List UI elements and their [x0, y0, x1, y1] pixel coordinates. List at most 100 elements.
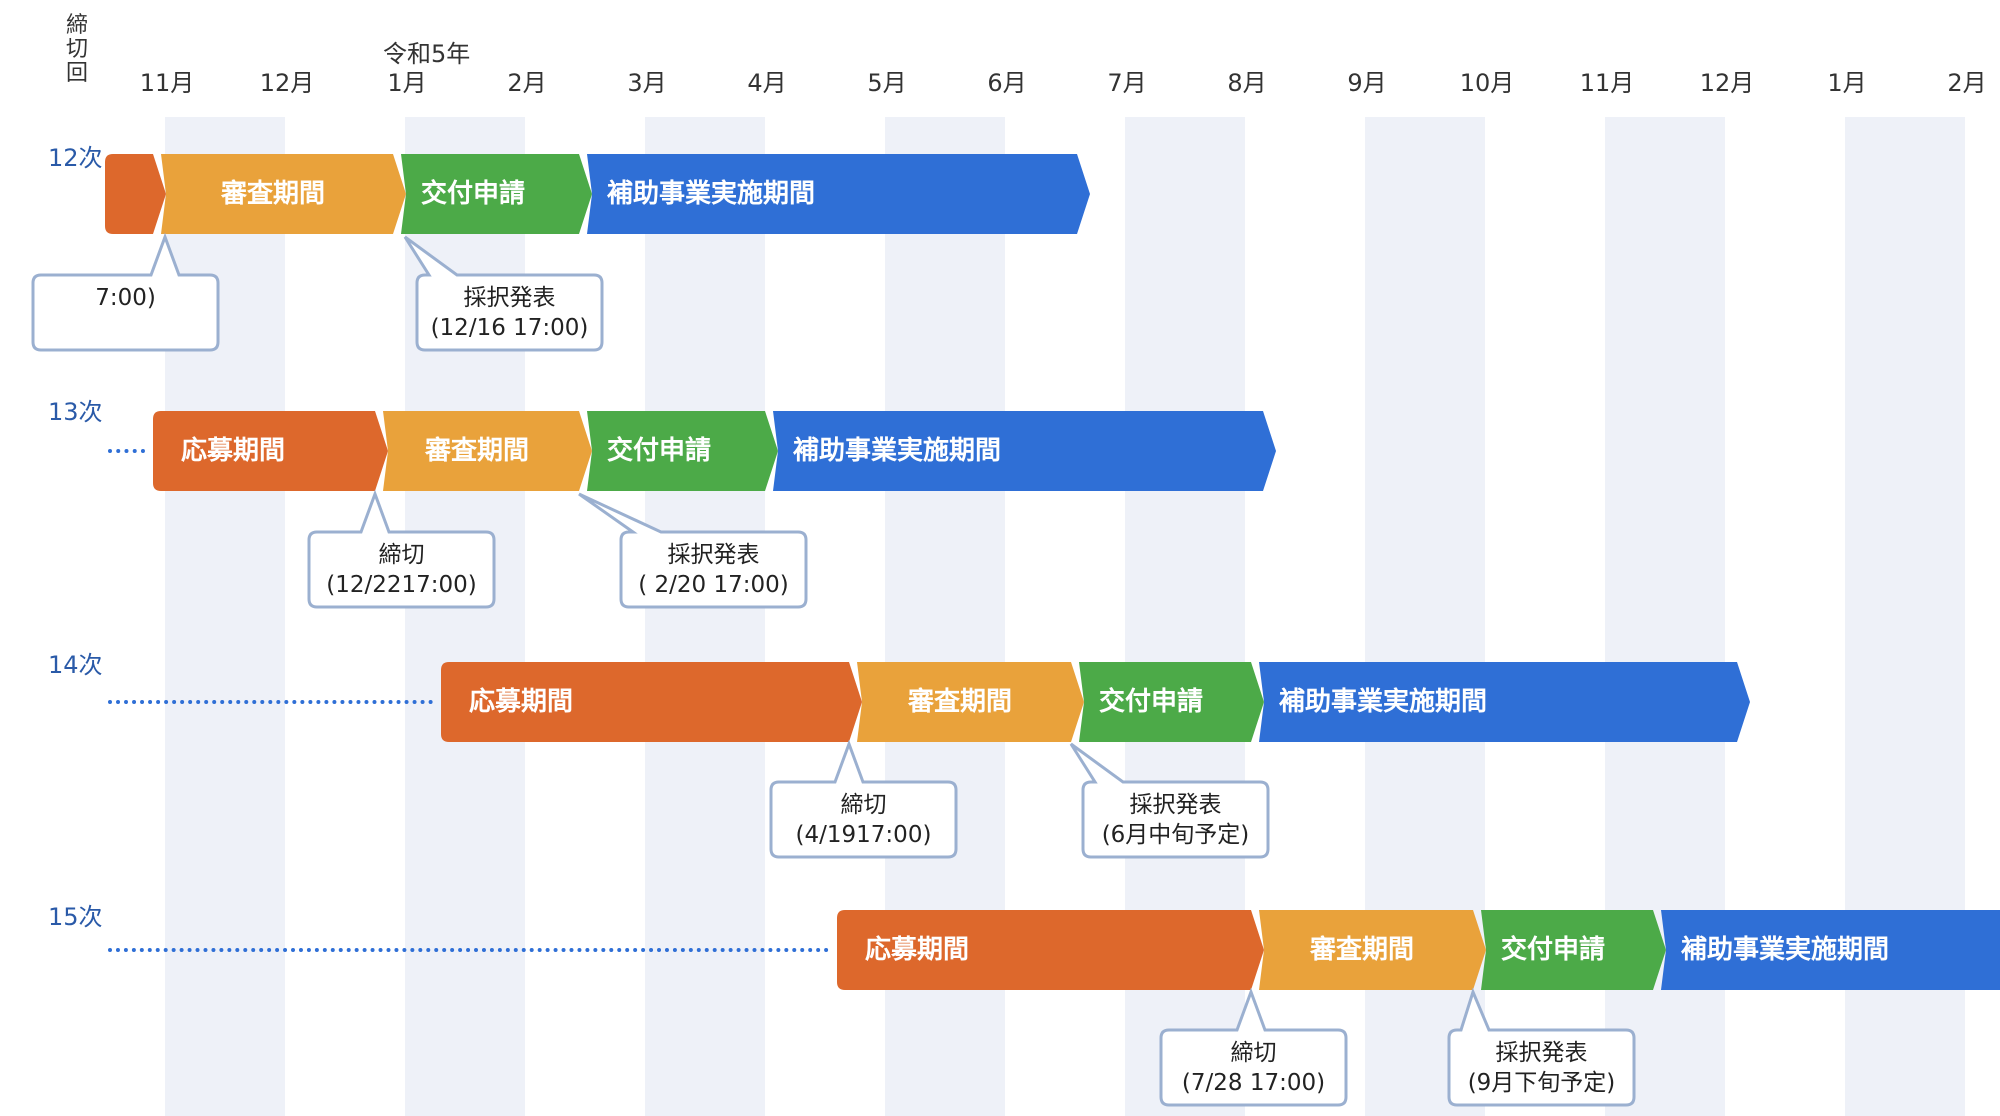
announcement-callout: 締切(7/28 17:00)	[1159, 987, 1348, 1107]
month-label: 11月	[139, 69, 195, 97]
phase-application-bar: 応募期間	[441, 662, 862, 742]
callout-bubble	[403, 235, 604, 352]
phase-arrow-path	[587, 154, 1090, 234]
announcement-callout: 採択発表 (9月下旬予定)	[1447, 987, 1636, 1107]
round-label: 13次	[48, 398, 103, 426]
callout-bubble	[1447, 987, 1636, 1107]
phase-application-bar	[105, 154, 166, 234]
callout-outline	[1069, 742, 1270, 859]
phase-implementation-bar: 補助事業実施期間	[1251, 662, 1750, 742]
era-label: 令和5年	[383, 40, 471, 68]
phase-label: 補助事業実施期間	[607, 179, 816, 209]
phase-arrow-shape	[401, 154, 592, 234]
phase-label: 交付申請	[607, 436, 712, 466]
callout-outline	[307, 489, 496, 609]
deadline-round-header: 締 切 回	[62, 14, 92, 86]
phase-arrow-shape	[105, 154, 166, 234]
phase-label: 応募期間	[469, 687, 574, 717]
phase-arrow-path	[1481, 910, 1666, 990]
phase-arrow-path	[401, 154, 592, 234]
callout-text: 締切(7/28 17:00)	[1161, 1038, 1346, 1098]
phase-arrow-shape	[587, 154, 1090, 234]
phase-label: 交付申請	[1099, 687, 1204, 717]
callout-outline	[578, 492, 808, 609]
pre-application-dots	[108, 449, 145, 453]
month-label: 2月	[1947, 69, 1987, 97]
announcement-callout: 締切(12/2217:00)	[307, 489, 496, 609]
phase-arrow-path	[857, 662, 1084, 742]
callout-title: 締切	[1230, 1040, 1277, 1066]
month-label: 9月	[1347, 69, 1387, 97]
callout-detail: 7:00)	[95, 285, 156, 311]
callout-outline	[769, 739, 958, 859]
phase-arrow-shape	[1079, 662, 1264, 742]
phase-arrow-path	[161, 154, 406, 234]
phase-arrow-shape	[441, 662, 862, 742]
phase-arrow-path	[587, 411, 778, 491]
phase-label: 応募期間	[865, 935, 970, 965]
callout-text: 採択発表 (9月下旬予定)	[1449, 1038, 1634, 1098]
month-label: 1月	[1827, 69, 1867, 97]
callout-outline	[1447, 987, 1636, 1107]
callout-title: 締切	[378, 542, 425, 568]
callout-bubble	[1069, 742, 1270, 859]
phase-review-bar: 審査期間	[849, 662, 1084, 742]
announcement-callout: 締切 (4/1917:00)	[769, 739, 958, 859]
pre-application-dots	[108, 948, 829, 952]
callout-bubble	[578, 492, 808, 609]
callout-text: 締切(12/2217:00)	[309, 540, 494, 600]
phase-arrow-path	[441, 662, 862, 742]
phase-arrow-shape	[383, 411, 592, 491]
month-label: 11月	[1579, 69, 1635, 97]
callout-title: 採択発表	[463, 285, 556, 311]
callout-title: 締切	[840, 792, 887, 818]
phase-implementation-bar: 補助事業実施期間	[1653, 910, 2000, 990]
month-label: 4月	[747, 69, 787, 97]
announcement-callout: 採択発表( 2/20 17:00)	[578, 492, 808, 609]
phase-arrow-shape	[837, 910, 1264, 990]
phase-label: 補助事業実施期間	[1681, 935, 1890, 965]
callout-detail: ( 2/20 17:00)	[638, 572, 789, 598]
deadline-header-char: 回	[65, 61, 88, 86]
deadline-header-char: 締	[65, 13, 88, 38]
phase-arrow-path	[1079, 662, 1264, 742]
callout-detail: (9月下旬予定)	[1467, 1070, 1616, 1096]
announcement-callout: 採択発表(12/16 17:00)	[403, 235, 604, 352]
phase-label: 交付申請	[1501, 935, 1606, 965]
phase-grant-bar: 交付申請	[1473, 910, 1666, 990]
phase-review-bar: 審査期間	[375, 411, 592, 491]
phase-arrow-shape	[153, 411, 388, 491]
month-stripe	[645, 117, 765, 1116]
phase-label: 補助事業実施期間	[793, 436, 1002, 466]
phase-implementation-bar: 補助事業実施期間	[765, 411, 1276, 491]
month-label: 6月	[987, 69, 1027, 97]
callout-text: 7:00)	[33, 283, 218, 313]
deadline-header-char: 切	[65, 37, 88, 62]
phase-arrow-path	[383, 411, 592, 491]
callout-outline	[31, 232, 220, 352]
callout-title: 採択発表	[1495, 1040, 1588, 1066]
phase-label: 審査期間	[1309, 935, 1414, 965]
phase-arrow-shape	[587, 411, 778, 491]
callout-text: 採択発表(6月中旬予定)	[1083, 790, 1268, 850]
round-label: 15次	[48, 903, 103, 931]
pre-application-dots	[108, 700, 433, 704]
phase-arrow-shape	[1481, 910, 1666, 990]
callout-text: 締切 (4/1917:00)	[771, 790, 956, 850]
callout-bubble	[1159, 987, 1348, 1107]
callout-detail: (4/1917:00)	[795, 822, 932, 848]
callout-detail: (6月中旬予定)	[1101, 822, 1250, 848]
month-label: 7月	[1107, 69, 1147, 97]
phase-arrow-path	[1661, 910, 2000, 990]
phase-application-bar: 応募期間	[837, 910, 1264, 990]
phase-review-bar: 審査期間	[153, 154, 406, 234]
phase-grant-bar: 交付申請	[393, 154, 592, 234]
phase-grant-bar: 交付申請	[579, 411, 778, 491]
phase-arrow-path	[1259, 662, 1750, 742]
phase-label: 審査期間	[907, 687, 1012, 717]
month-label: 1月	[387, 69, 427, 97]
phase-label: 交付申請	[421, 179, 526, 209]
month-label: 3月	[627, 69, 667, 97]
month-label: 8月	[1227, 69, 1267, 97]
